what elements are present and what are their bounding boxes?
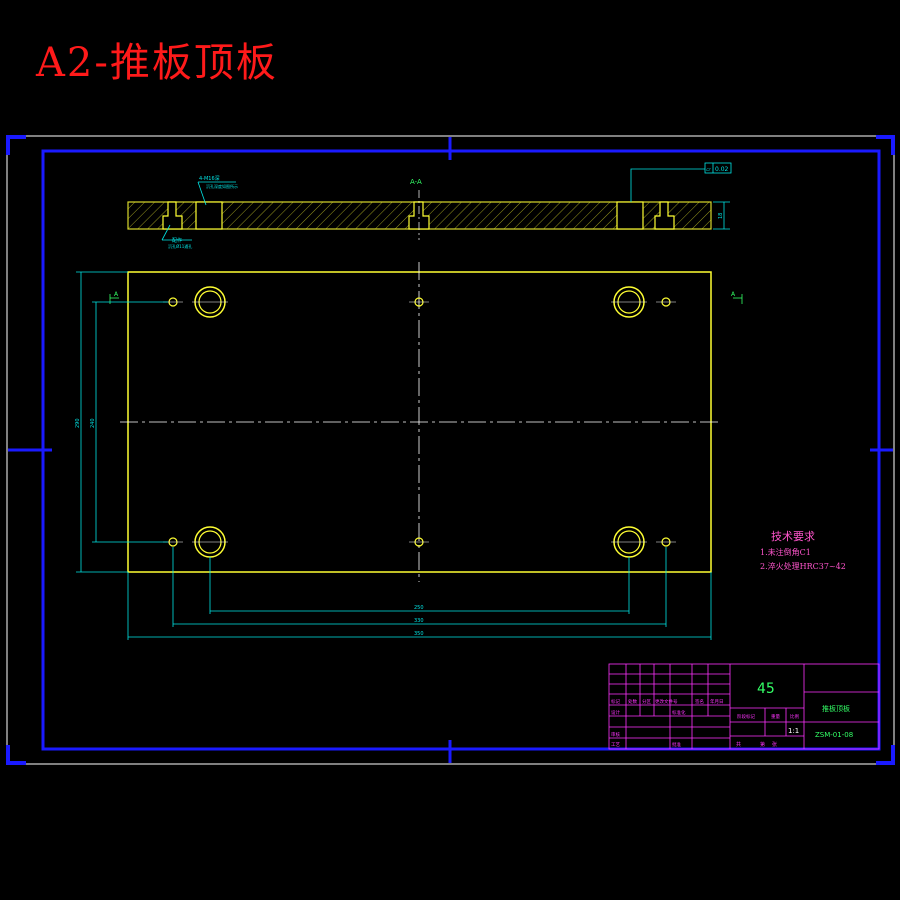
tb-approve: 批准: [672, 741, 681, 748]
tb-std: 标准化: [672, 709, 686, 716]
callout-leader: [197, 181, 207, 206]
dim-width-330: 330: [414, 618, 424, 624]
flatness-frame: [704, 162, 732, 174]
cut-label-right: A: [731, 291, 736, 298]
dim-height: 290: [75, 418, 81, 428]
section-counterbore: [616, 201, 644, 230]
title-block: 45 推板顶板 ZSM-01-08 1:1 阶段标记 重量 比例 共 第 张 标…: [608, 663, 880, 750]
centering-marks: [8, 137, 893, 763]
drawing-frame: [41, 149, 881, 751]
title-block-stage: 阶段标记: [737, 713, 755, 720]
tb-process: 工艺: [611, 742, 620, 748]
flatness-leader: [630, 168, 705, 202]
tb-design: 设计: [611, 709, 620, 716]
callout-bottom: 配作: [172, 237, 182, 244]
title-block-drawing-no: ZSM-01-08: [815, 731, 853, 739]
tb-hdr: 标记: [611, 698, 620, 705]
section-screw-hole: [408, 201, 430, 230]
tech-item: 1.未注倒角C1: [760, 547, 811, 557]
flatness-symbol: ⏥: [706, 166, 711, 173]
technical-requirements: 技术要求 1.未注倒角C1 2.淬火处理HRC37~42: [760, 530, 846, 571]
title-block-total: 共: [736, 741, 741, 748]
section-label: A-A: [410, 178, 422, 186]
dim-width-350: 350: [414, 631, 424, 637]
thickness-dim: 18: [718, 213, 724, 219]
title-block-weight: 重量: [771, 713, 780, 720]
section-counterbore: [195, 201, 223, 230]
section-screw-hole: [654, 201, 675, 230]
dim-height-inner: 240: [90, 418, 96, 428]
corner-marks: [6, 135, 895, 765]
callout-leader: [161, 224, 171, 241]
title-block-part-name: 推板顶板: [822, 704, 850, 713]
section-view: A-A 4-M16深 沉孔深度如图所示 配作 沉孔Ø11通孔 ⏥ 0.02 18: [127, 162, 732, 249]
title-block-material: 45: [757, 681, 775, 697]
tb-hdr: 分区: [642, 698, 651, 705]
callout-bottom-sub: 沉孔Ø11通孔: [168, 243, 192, 249]
sheet-border: [6, 135, 895, 765]
plan-view: A A 290 240 250 330: [75, 262, 743, 640]
flatness-value: 0.02: [715, 166, 729, 173]
title-block-sheet: 第: [760, 741, 765, 748]
page-title: A2-推板顶板: [36, 40, 278, 86]
title-block-sheet-unit: 张: [772, 741, 777, 748]
dim-width-250: 250: [414, 605, 424, 611]
title-block-ratio: 比例: [790, 713, 799, 720]
tb-check: 审核: [611, 731, 620, 738]
title-block-scale: 1:1: [788, 727, 799, 735]
tb-hdr: 更改文件号: [655, 698, 678, 705]
cut-marker-right: [733, 294, 743, 304]
cut-label-left: A: [114, 291, 119, 298]
tb-hdr: 年月日: [710, 698, 724, 705]
tech-item: 2.淬火处理HRC37~42: [760, 561, 846, 571]
tb-hdr: 处数: [628, 698, 637, 705]
tb-hdr: 签名: [695, 698, 704, 705]
tech-title: 技术要求: [771, 530, 815, 543]
callout-left: 4-M16深: [199, 175, 220, 182]
section-screw-hole: [162, 201, 183, 230]
callout-left-sub: 沉孔深度如图所示: [206, 183, 238, 189]
